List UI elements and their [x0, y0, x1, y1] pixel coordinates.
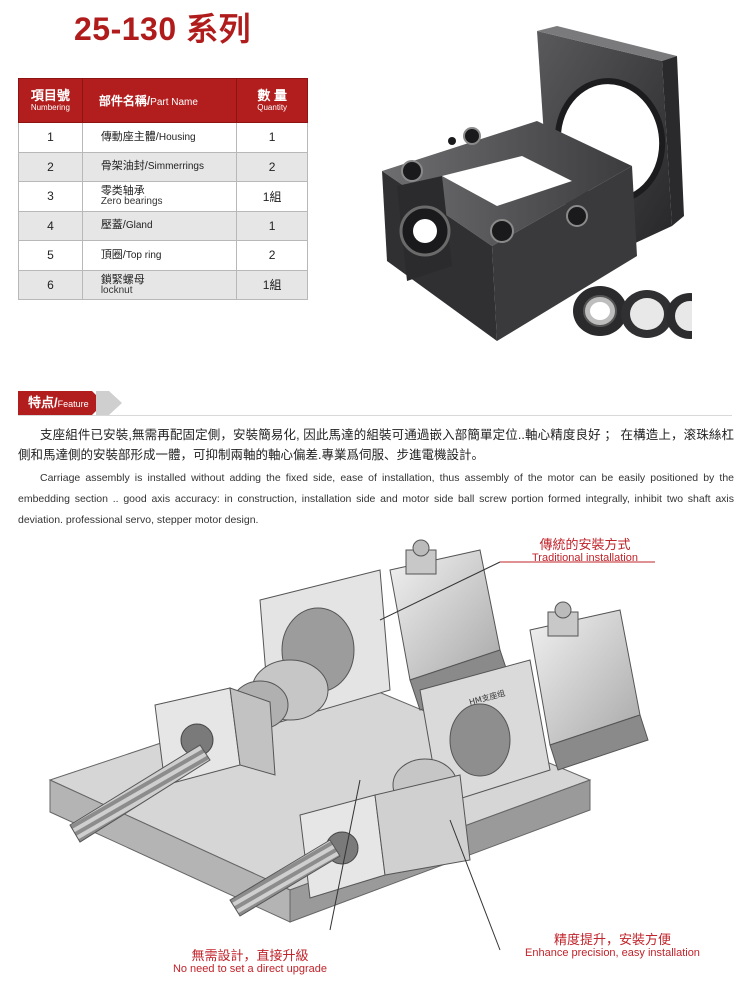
- header-numbering: 項目號 Numbering: [18, 78, 83, 123]
- table-row: 5 頂圈/Top ring 2: [18, 240, 308, 271]
- callout-no-need: 無需設計，直接升級 No need to set a direct upgrad…: [172, 948, 328, 975]
- feature-tab: 特点/Feature: [18, 391, 104, 415]
- callout-traditional: 傳統的安裝方式 Traditional installation: [532, 537, 638, 564]
- housing-product-photo: [382, 26, 692, 341]
- feature-text-zh: 支座組件已安裝,無需再配固定側，安裝簡易化, 因此馬達的組裝可通過嵌入部簡單定位…: [18, 428, 734, 462]
- callout-enhance: 精度提升，安裝方便 Enhance precision, easy instal…: [525, 932, 700, 959]
- bearing-rings: [573, 286, 692, 339]
- parts-table: 項目號 Numbering 部件名稱/Part Name 數 量 Quantit…: [18, 78, 308, 300]
- table-row: 1 傳動座主體/Housing 1: [18, 122, 308, 153]
- header-quantity: 數 量 Quantity: [236, 78, 308, 123]
- installation-diagram: HM支座组: [48, 539, 655, 951]
- feature-tab-arrow: [96, 391, 122, 415]
- divider: [18, 415, 732, 416]
- table-header-row: 項目號 Numbering 部件名稱/Part Name 數 量 Quantit…: [18, 78, 308, 123]
- header-part-name: 部件名稱/Part Name: [81, 78, 238, 123]
- table-row: 4 壓蓋/Gland 1: [18, 210, 308, 241]
- page-title: 25-130 系列: [74, 11, 252, 47]
- feature-text-en: Carriage assembly is installed without a…: [18, 472, 734, 526]
- table-row: 2 骨架油封/Simmerrings 2: [18, 151, 308, 182]
